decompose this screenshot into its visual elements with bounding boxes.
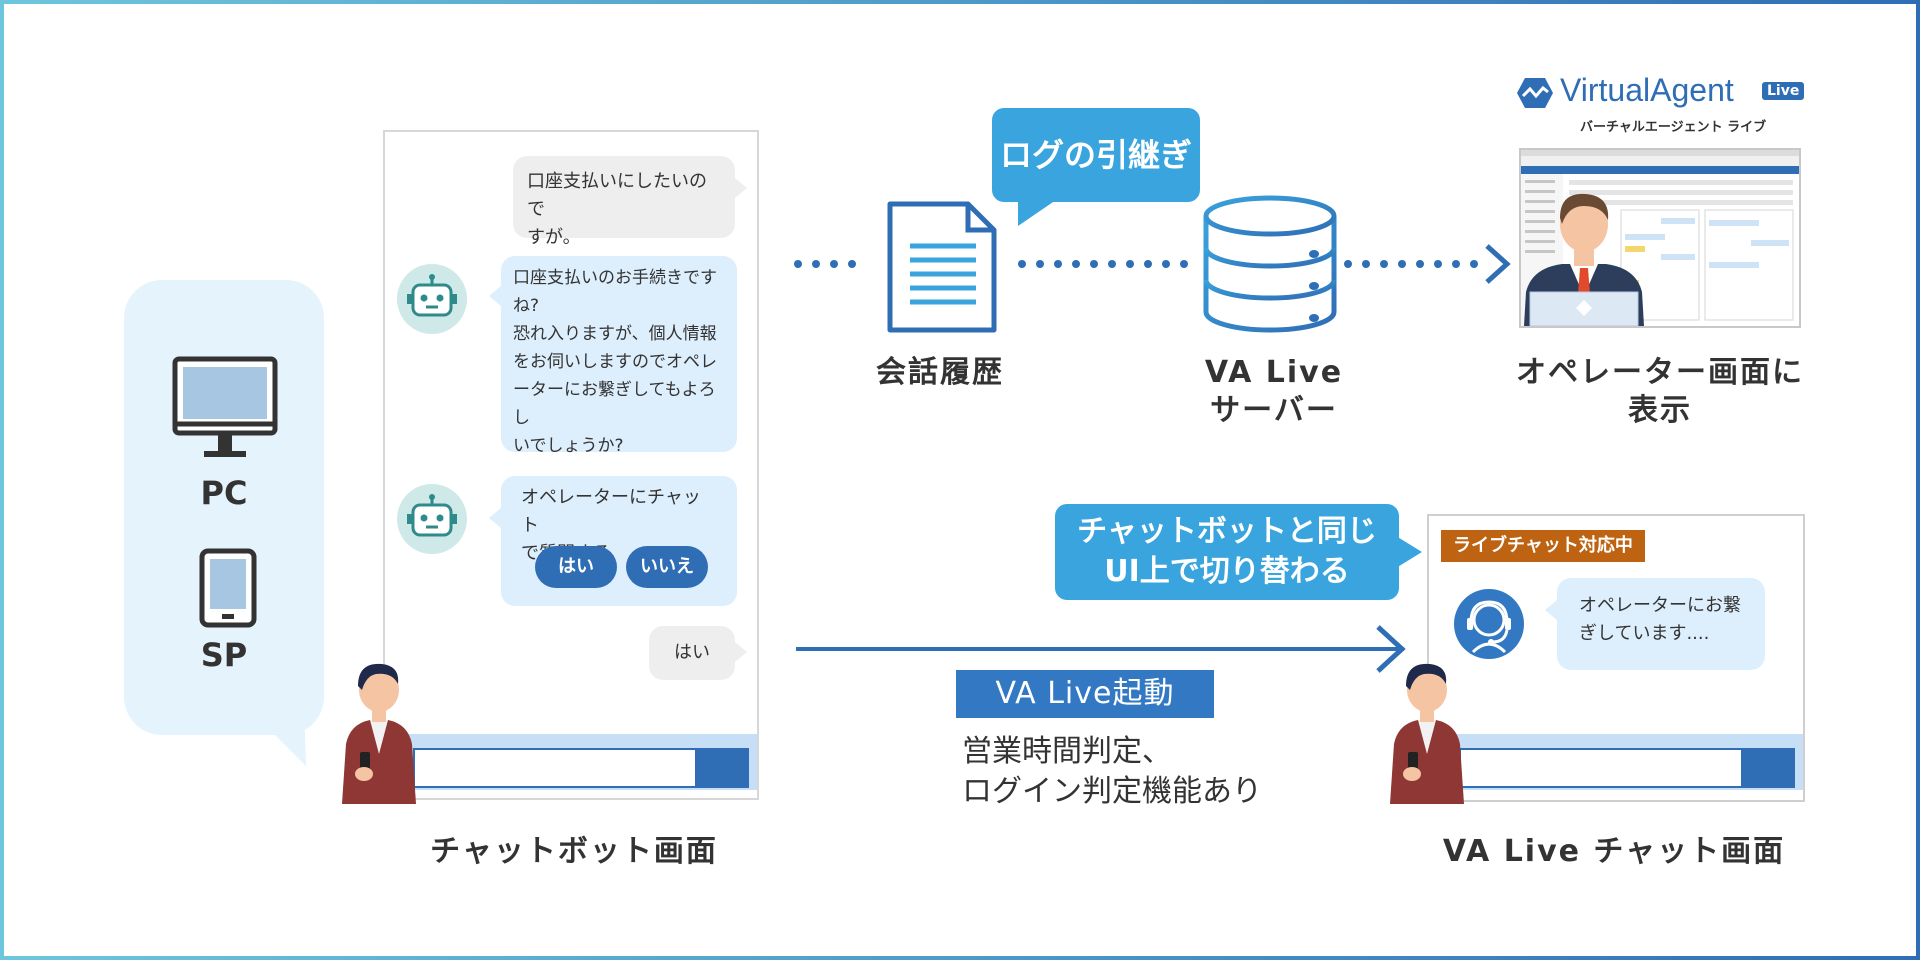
sp-label: SP bbox=[200, 636, 248, 674]
note-line: 営業時間判定、 bbox=[962, 734, 1172, 769]
pc-label: PC bbox=[200, 474, 248, 512]
callout-tail bbox=[1396, 536, 1422, 568]
bubble-tail bbox=[489, 508, 501, 528]
bubble-tail bbox=[735, 642, 747, 662]
operator-screen-label: オペレーター画面に 表示 bbox=[1510, 354, 1810, 430]
message-line: 口座支払いのお手続きです bbox=[513, 268, 717, 288]
va-live-chat-caption: VA Live チャット画面 bbox=[1442, 834, 1786, 869]
bubble-tail bbox=[489, 286, 501, 306]
bot-question-bubble: オペレーターにチャット で質問する bbox=[501, 476, 737, 606]
send-button[interactable] bbox=[697, 748, 749, 788]
operator-label-line: オペレーター画面に bbox=[1516, 355, 1804, 390]
message-line: いでしょうか? bbox=[513, 436, 624, 456]
user-person-icon bbox=[342, 663, 416, 804]
no-button[interactable]: いいえ bbox=[626, 546, 708, 588]
chatbot-screen-caption: チャットボット画面 bbox=[430, 834, 718, 869]
callout-line: UI上で切り替わる bbox=[1104, 554, 1350, 589]
log-handover-callout: ログの引継ぎ bbox=[992, 108, 1200, 202]
device-panel-tail bbox=[244, 704, 306, 766]
live-chat-input[interactable] bbox=[1459, 748, 1747, 788]
document-icon bbox=[887, 201, 997, 333]
operator-person-icon bbox=[1524, 193, 1644, 326]
va-live-start-badge: VA Live起動 bbox=[956, 670, 1214, 718]
message-line: オペレーターにチャット bbox=[521, 487, 701, 536]
message-line: すが。 bbox=[527, 227, 581, 248]
yes-button[interactable]: はい bbox=[535, 546, 617, 588]
va-live-chat-screen: ライブチャット対応中 オペレーターにお繋 ぎしています.... bbox=[1427, 514, 1805, 802]
chat-input[interactable] bbox=[413, 748, 697, 788]
logo-text: VirtualAgent bbox=[1560, 72, 1734, 108]
history-label: 会話履歴 bbox=[876, 355, 1004, 390]
log-flow-arrow bbox=[794, 244, 1511, 284]
database-server-icon bbox=[1203, 195, 1337, 333]
bot-message-bubble: 口座支払いのお手続きです ね? 恐れ入りますが、個人情報 をお伺いしますのでオペ… bbox=[501, 256, 737, 456]
live-chat-message-bubble: オペレーターにお繋 ぎしています.... bbox=[1557, 578, 1765, 670]
switch-flow-arrow bbox=[796, 625, 1406, 673]
operator-headset-icon bbox=[1454, 589, 1524, 659]
message-line: ね? bbox=[513, 296, 540, 316]
operator-label-line: 表示 bbox=[1628, 393, 1692, 428]
device-panel bbox=[124, 280, 324, 735]
virtualagent-logo-icon bbox=[1517, 78, 1553, 108]
bubble-tail bbox=[1545, 600, 1557, 620]
note-line: ログイン判定機能あり bbox=[962, 774, 1262, 809]
message-line: ーターにお繋ぎしてもよろし bbox=[513, 380, 716, 428]
callout-line: チャットボットと同じ bbox=[1077, 514, 1377, 549]
server-label-line: サーバー bbox=[1210, 393, 1338, 428]
monitor-icon bbox=[172, 356, 278, 457]
message-line: 口座支払いにしたいので bbox=[527, 171, 707, 220]
user-person-icon bbox=[1390, 663, 1464, 804]
logo-live-badge: Live bbox=[1762, 82, 1805, 100]
chatbot-screen: 口座支払いにしたいので すが。 口座支払いのお手続きです ね? 恐れ入りますが、… bbox=[383, 130, 759, 800]
message-line: をお伺いしますのでオペレ bbox=[513, 352, 717, 372]
callout-tail bbox=[1018, 200, 1056, 226]
logo-subtitle: バーチャルエージェント ライブ bbox=[1580, 120, 1767, 135]
user-message-bubble: 口座支払いにしたいので すが。 bbox=[513, 156, 735, 248]
message-line: オペレーターにお繋 bbox=[1579, 595, 1741, 616]
message-line: ぎしています.... bbox=[1579, 623, 1710, 644]
bubble-tail bbox=[735, 178, 747, 198]
ui-switch-callout: チャットボットと同じ UI上で切り替わる bbox=[1055, 504, 1399, 600]
message-line: 恐れ入りますが、個人情報 bbox=[513, 324, 717, 344]
live-chat-status-badge: ライブチャット対応中 bbox=[1441, 530, 1645, 562]
robot-icon bbox=[397, 264, 467, 334]
server-label: VA Live サーバー bbox=[1174, 354, 1374, 430]
tablet-icon bbox=[199, 548, 257, 628]
user-reply-bubble: はい bbox=[649, 626, 735, 680]
server-label-line: VA Live bbox=[1204, 355, 1344, 390]
robot-icon bbox=[397, 484, 467, 554]
function-note: 営業時間判定、 ログイン判定機能あり bbox=[962, 732, 1262, 812]
live-chat-send-button[interactable] bbox=[1741, 748, 1795, 788]
